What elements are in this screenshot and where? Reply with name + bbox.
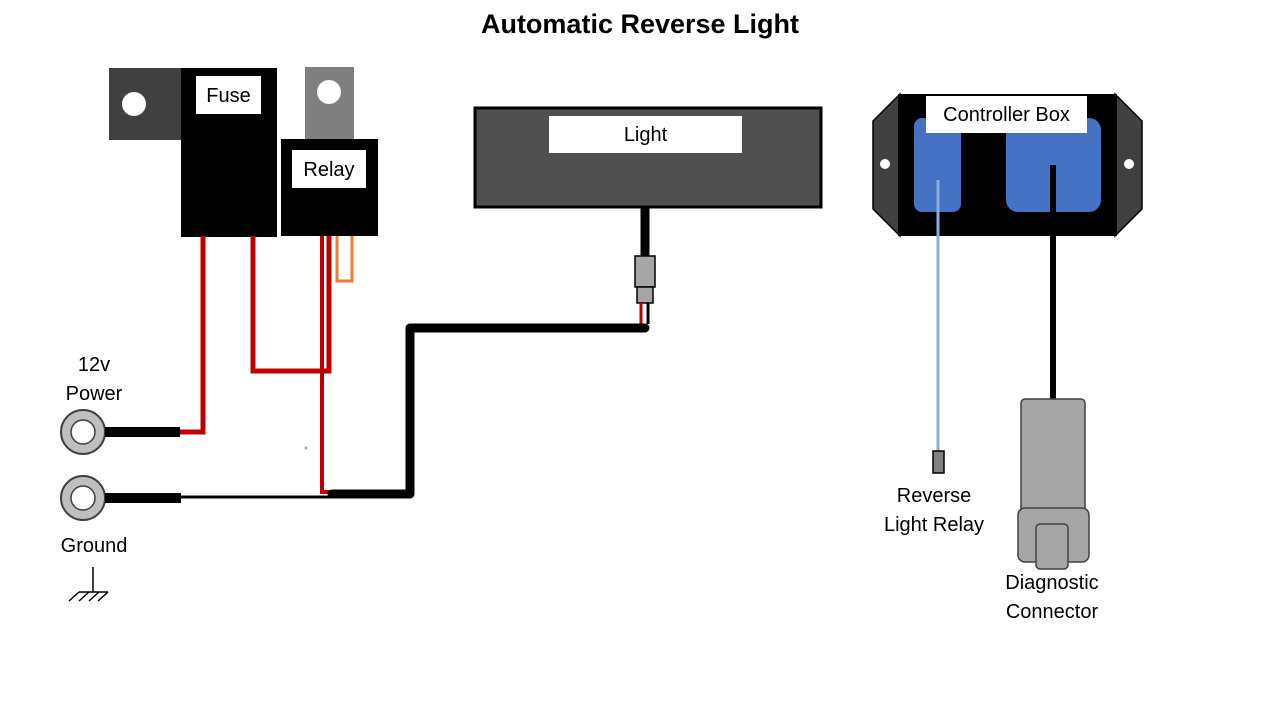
fuse-to-relay-wire: [250, 236, 332, 374]
diagram-title: Automatic Reverse Light: [481, 9, 799, 39]
relay-label: Relay: [303, 159, 354, 181]
ground-label: Ground: [61, 535, 128, 557]
controller-mount-right-hole: [1124, 159, 1134, 169]
ground-terminal-sleeve: [105, 493, 181, 503]
reverse-relay-label-line1: Reverse: [897, 485, 971, 507]
reverse-relay-label-line2: Light Relay: [884, 514, 984, 536]
diagnostic-connector-lead: Diagnostic Connector: [1005, 236, 1099, 623]
ground-ring-hole: [70, 485, 96, 511]
relay-tab-hole: [317, 80, 341, 104]
fuse-mounting-bracket: [109, 68, 187, 140]
controller-box-label: Controller Box: [943, 104, 1070, 126]
power-terminal-sleeve: [105, 427, 180, 437]
relay-mounting-tab: [305, 67, 354, 142]
diagnostic-label-line2: Connector: [1006, 601, 1099, 623]
power-label-line2: Power: [66, 383, 123, 405]
diagnostic-connector-body: [1020, 398, 1086, 514]
light-label: Light: [624, 124, 668, 146]
light-connector-lower: [636, 286, 654, 304]
light-label-box: [549, 116, 742, 153]
fuse-component: Fuse: [109, 68, 277, 237]
light-connector-upper: [634, 255, 656, 288]
power-ring-hole: [70, 419, 96, 445]
relay-component: Relay: [281, 67, 378, 283]
fuse-bracket-hole: [122, 92, 146, 116]
ground-terminal: Ground: [60, 475, 332, 602]
power-wires: [180, 236, 332, 494]
power-terminal: 12v Power: [60, 354, 180, 455]
light-ground-cable: [327, 323, 650, 499]
fuse-label-box: [196, 76, 261, 114]
controller-box-component: Controller Box: [872, 92, 1143, 238]
fuse-to-power-wire: [180, 236, 206, 435]
relay-orange-loop-wire: [335, 236, 354, 283]
relay-label-box: [292, 150, 366, 188]
ground-symbol-icon: [68, 567, 109, 602]
fuse-label: Fuse: [206, 85, 250, 107]
reverse-relay-pin: [932, 450, 945, 474]
light-component: Light: [473, 106, 823, 324]
reverse-light-relay-lead: Reverse Light Relay: [884, 180, 984, 536]
controller-port-left: [914, 118, 961, 212]
power-label-line1: 12v: [78, 354, 110, 376]
diagnostic-connector-key: [1035, 523, 1069, 570]
diagnostic-label-line1: Diagnostic: [1005, 572, 1098, 594]
controller-label-box: [926, 96, 1087, 133]
controller-mount-left-hole: [880, 159, 890, 169]
stray-dot: [304, 446, 308, 450]
